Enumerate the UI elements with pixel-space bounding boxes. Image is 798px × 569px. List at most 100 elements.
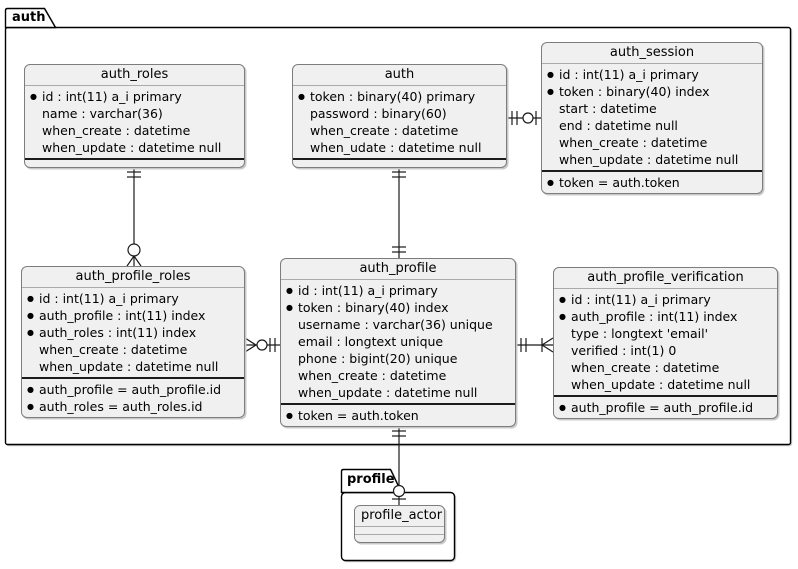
- entity-attributes: ●id : int(11) a_i primary●token : binary…: [542, 64, 762, 172]
- attribute-text: when_update : datetime null: [571, 377, 751, 392]
- footer-text: auth_profile = auth_profile.id: [39, 382, 222, 397]
- attribute-row: verified : int(1) 0: [559, 342, 772, 359]
- attribute-row: when_create : datetime: [30, 122, 239, 139]
- key-bullet-icon: ●: [27, 328, 34, 337]
- key-bullet-icon: ●: [286, 303, 293, 312]
- footer-row: ● auth_profile = auth_profile.id: [27, 381, 239, 398]
- key-bullet-icon: [286, 384, 298, 401]
- attribute-row: when_create : datetime: [547, 134, 757, 151]
- attribute-text: when_udate : datetime null: [310, 140, 482, 155]
- key-bullet-icon: [30, 122, 42, 139]
- relation-auth-to-auth_session: [507, 111, 541, 125]
- footer-text: token = auth.token: [559, 175, 680, 190]
- attribute-text: when_update : datetime null: [298, 385, 478, 400]
- footer-row: ● token = auth.token: [547, 174, 757, 191]
- attribute-row: ●id : int(11) a_i primary: [30, 88, 239, 105]
- attribute-row: ●id : int(11) a_i primary: [559, 291, 772, 308]
- attribute-text: password : binary(60): [310, 106, 447, 121]
- attribute-row: ● token : binary(40) primary: [298, 88, 501, 105]
- attribute-text: when_update : datetime null: [42, 140, 222, 155]
- attribute-text: token : binary(40) index: [298, 300, 449, 315]
- key-bullet-icon: [298, 139, 310, 156]
- attribute-row: email : longtext unique: [286, 333, 510, 350]
- key-bullet-icon: [559, 376, 571, 393]
- key-bullet-icon: ●: [27, 294, 34, 303]
- attribute-row: when_udate : datetime null: [298, 139, 501, 156]
- entity-title: auth: [293, 65, 506, 86]
- attribute-row: type : longtext 'email': [559, 325, 772, 342]
- key-bullet-icon: ●: [298, 92, 305, 101]
- key-bullet-icon: [27, 358, 39, 375]
- key-bullet-icon: [547, 151, 559, 168]
- footer-row: ●token = auth.token: [286, 407, 510, 424]
- key-bullet-icon: [27, 341, 39, 358]
- key-bullet-icon: [547, 100, 559, 117]
- key-bullet-icon: ●: [30, 92, 37, 101]
- attribute-text: when_create : datetime: [559, 135, 708, 150]
- key-bullet-icon: ●: [547, 70, 554, 79]
- entity-profile_actor: profile_actor: [354, 505, 445, 543]
- attribute-text: when_update : datetime null: [39, 359, 219, 374]
- attribute-row: username : varchar(36) unique: [286, 316, 510, 333]
- relation-auth_roles-to-auth_profile_roles: [126, 166, 142, 267]
- entity-title: auth_profile_verification: [554, 268, 777, 289]
- attribute-row: ●token : binary(40) index: [547, 83, 757, 100]
- key-bullet-icon: [559, 342, 571, 359]
- entity-attributes: ●id : int(11) a_i primary●token : binary…: [281, 280, 515, 405]
- key-bullet-icon: ●: [559, 295, 566, 304]
- key-bullet-icon: [547, 134, 559, 151]
- key-bullet-icon: ●: [547, 178, 554, 187]
- relation-auth_profile_roles-to-auth_profile: [244, 337, 280, 353]
- attribute-row: ●auth_profile : int(11) index: [27, 307, 239, 324]
- entity-title: profile_actor: [355, 506, 444, 527]
- attribute-text: end : datetime null: [559, 118, 678, 133]
- entity-auth_session: auth_session ●id : int(11) a_i primary●t…: [541, 42, 763, 194]
- attribute-text: auth_profile : int(11) index: [39, 308, 206, 323]
- attribute-text: type : longtext 'email': [571, 326, 709, 341]
- attribute-text: token : binary(40) primary: [310, 89, 476, 104]
- attribute-text: when_create : datetime: [310, 123, 459, 138]
- key-bullet-icon: [30, 139, 42, 156]
- attribute-row: ●id : int(11) a_i primary: [27, 290, 239, 307]
- attribute-row: when_create : datetime: [298, 122, 501, 139]
- attribute-row: when_update : datetime null: [286, 384, 510, 401]
- key-bullet-icon: [559, 325, 571, 342]
- entity-attributes: [355, 527, 444, 535]
- entity-title: auth_profile: [281, 259, 515, 280]
- entity-footer: [293, 160, 506, 167]
- attribute-text: auth_roles : int(11) index: [39, 325, 197, 340]
- relation-auth_profile-to-auth_profile_verification: [516, 337, 554, 353]
- package-profile-label: profile: [347, 472, 395, 487]
- entity-attributes: ● token : binary(40) primary password : bi…: [293, 86, 506, 160]
- attribute-row: when_update : datetime null: [30, 139, 239, 156]
- relation-auth_profile-to-profile_actor: [392, 426, 406, 505]
- entity-title: auth_profile_roles: [22, 267, 244, 288]
- key-bullet-icon: ●: [27, 385, 34, 394]
- key-bullet-icon: ●: [286, 411, 293, 420]
- attribute-row: when_update : datetime null: [547, 151, 757, 168]
- key-bullet-icon: [298, 122, 310, 139]
- attribute-row: ●auth_profile : int(11) index: [559, 308, 772, 325]
- attribute-row: ● token : binary(40) index: [286, 299, 510, 316]
- entity-attributes: ●id : int(11) a_i primary●auth_profile :…: [554, 289, 777, 397]
- entity-footer: [25, 160, 244, 167]
- entity-auth_profile: auth_profile ●id : int(11) a_i primary●t…: [280, 258, 516, 427]
- entity-title: auth_roles: [25, 65, 244, 86]
- attribute-text: email : longtext unique: [298, 334, 444, 349]
- attribute-text: username : varchar(36) unique: [298, 317, 493, 332]
- attribute-row: ●id : int(11) a_i primary: [547, 66, 757, 83]
- attribute-text: when_update : datetime null: [559, 152, 739, 167]
- attribute-text: when_create : datetime: [298, 368, 447, 383]
- footer-text: auth_profile = auth_profile.id: [571, 400, 754, 415]
- entity-title: auth_session: [542, 43, 762, 64]
- entity-attributes: ●id : int(11) a_i primary●auth_profile :…: [22, 288, 244, 379]
- key-bullet-icon: [298, 105, 310, 122]
- attribute-row: when_create : datetime: [27, 341, 239, 358]
- attribute-row: when_create : datetime: [559, 359, 772, 376]
- key-bullet-icon: [286, 333, 298, 350]
- attribute-text: when_create : datetime: [42, 123, 191, 138]
- key-bullet-icon: [30, 105, 42, 122]
- key-bullet-icon: [559, 359, 571, 376]
